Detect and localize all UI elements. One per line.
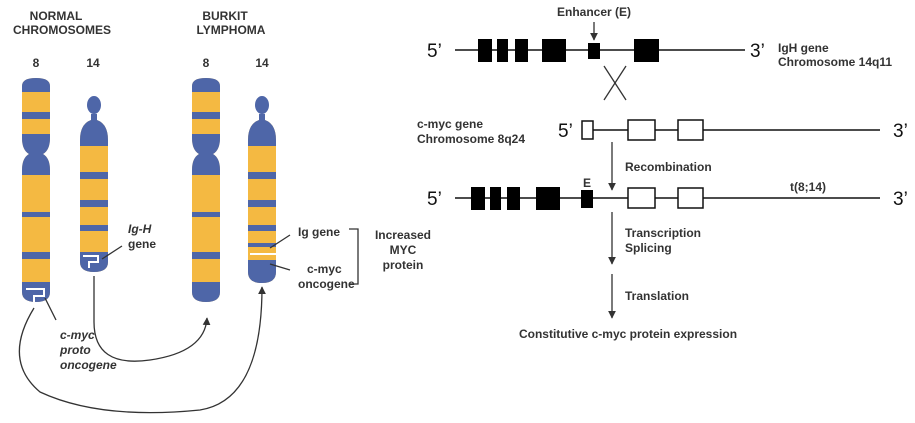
chromosome-14-burkitt	[248, 96, 276, 283]
chromosome-14-normal	[80, 96, 108, 272]
cmyc-pointer-line	[44, 297, 57, 321]
recomb-exon-open-1	[627, 187, 656, 209]
step-splicing: Splicing	[625, 241, 672, 255]
normal-header-line1: NORMAL	[30, 9, 83, 23]
recomb-exon-open-2	[677, 187, 704, 209]
increased-label-line3: protein	[383, 258, 424, 272]
translocation-arrow-14-to-8	[93, 276, 211, 362]
cmyc-chromosome-label: Chromosome 8q24	[417, 132, 525, 146]
step-translation: Translation	[625, 289, 689, 303]
igh-label-gene: gene	[128, 237, 156, 251]
increased-bracket	[349, 228, 359, 285]
cmyc-oncogene-line2: oncogene	[298, 277, 355, 291]
burkitt-header-line2: LYMPHOMA	[197, 23, 266, 37]
cmyc-exon-3	[677, 119, 704, 141]
recomb-3prime: 3’	[893, 189, 908, 210]
result-label: Constitutive c-myc protein expression	[519, 327, 737, 341]
igh-gene-label: IgH gene	[778, 41, 829, 55]
cmyc-3prime: 3’	[893, 121, 908, 142]
step-recombination: Recombination	[625, 160, 712, 174]
chr-number-8-burkitt: 8	[203, 56, 210, 70]
increased-label-line1: Increased	[375, 228, 431, 242]
translocation-label: t(8;14)	[790, 180, 826, 194]
chromosome-8-burkitt	[192, 78, 220, 302]
igh-3prime: 3’	[750, 41, 765, 62]
cmyc-oncogene-pointer-line	[269, 263, 291, 271]
step-transcription: Transcription	[625, 226, 701, 240]
recomb-exon-3	[507, 187, 520, 210]
crossover-line-2	[603, 65, 627, 101]
igh-exon-3	[515, 39, 528, 62]
igh-exon-4	[542, 39, 566, 62]
enhancer-label: Enhancer (E)	[557, 5, 631, 19]
chr-number-14-normal: 14	[86, 56, 100, 70]
igh-chromosome-label: Chromosome 14q11	[778, 55, 892, 69]
chr-number-14-burkitt: 14	[255, 56, 269, 70]
increased-label-line2: MYC	[390, 243, 417, 257]
enhancer-box	[588, 43, 600, 59]
igh-exon-5	[634, 39, 659, 62]
ig-gene-pointer-line	[269, 234, 291, 249]
igh-label-italic: Ig-H	[128, 222, 152, 236]
cmyc-exon-2	[627, 119, 656, 141]
normal-header-line2: CHROMOSOMES	[13, 23, 111, 37]
recomb-exon-4	[536, 187, 560, 210]
cmyc-label-line1: c-myc	[60, 328, 95, 342]
cmyc-5prime: 5’	[558, 121, 573, 142]
burkitt-header-line1: BURKIT	[202, 9, 248, 23]
chr-number-8-normal: 8	[33, 56, 40, 70]
cmyc-label-line3: oncogene	[60, 358, 117, 372]
cmyc-label-line2: proto	[59, 343, 91, 357]
enhancer-e-label: E	[583, 176, 591, 190]
translocation-arrow-8-to-14	[18, 286, 266, 414]
recomb-exon-2	[490, 187, 501, 210]
cmyc-oncogene-line1: c-myc	[307, 262, 342, 276]
igh-exon-1	[478, 39, 492, 62]
igh-5prime: 5’	[427, 41, 442, 62]
chromosome-8-normal	[22, 78, 50, 303]
recomb-5prime: 5’	[427, 189, 442, 210]
cmyc-gene-label: c-myc gene	[417, 117, 483, 131]
cmyc-exon-1	[581, 120, 594, 140]
igh-exon-2	[497, 39, 508, 62]
recomb-enhancer-box	[581, 190, 593, 208]
recomb-exon-1	[471, 187, 485, 210]
ig-gene-label: Ig gene	[298, 225, 340, 239]
igh-pointer-line	[101, 245, 123, 260]
